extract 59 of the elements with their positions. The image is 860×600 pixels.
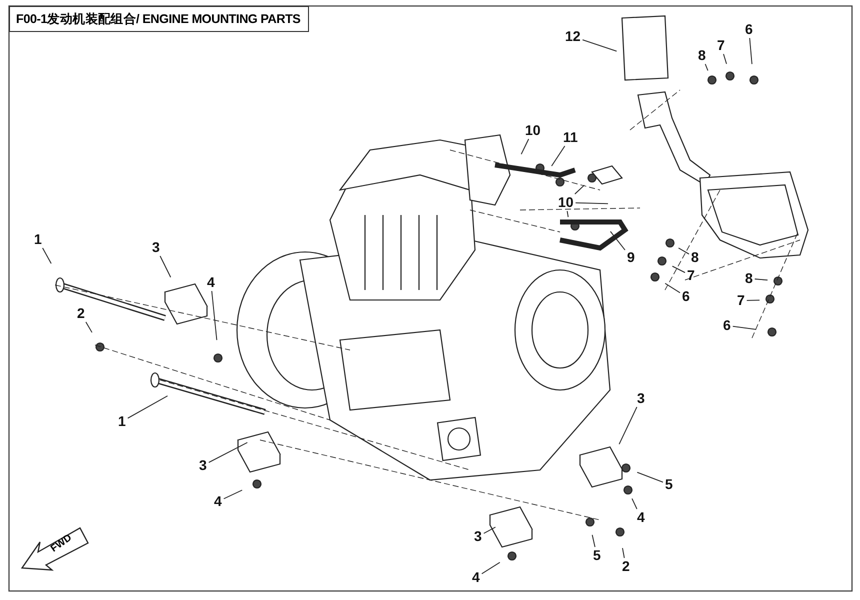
- callout-number: 7: [686, 268, 696, 283]
- leader-line: [754, 278, 768, 281]
- leader-line: [160, 256, 172, 278]
- callout-number: 6: [681, 289, 691, 304]
- leader-line: [566, 210, 569, 218]
- callout-number: 6: [744, 22, 754, 37]
- callout-number: 5: [592, 548, 602, 563]
- leader-line: [42, 248, 52, 264]
- callout-number: 4: [206, 275, 216, 290]
- leader-line: [223, 490, 243, 500]
- leader-line: [746, 300, 760, 301]
- callout-number: 10: [524, 123, 542, 138]
- leader-line: [208, 442, 248, 463]
- leader-line: [85, 322, 92, 333]
- leader-line: [575, 202, 608, 204]
- leader-line: [574, 184, 585, 194]
- leader-line: [749, 38, 752, 64]
- callout-number: 8: [697, 48, 707, 63]
- callout-number: 3: [636, 391, 646, 406]
- leader-line: [636, 472, 664, 483]
- callout-number: 6: [722, 318, 732, 333]
- callout-number: 4: [636, 510, 646, 525]
- callout-number: 5: [664, 477, 674, 492]
- leader-line: [664, 282, 680, 294]
- leader-line: [127, 395, 168, 419]
- callout-number: 10: [557, 195, 575, 210]
- callout-number: 2: [76, 306, 86, 321]
- leader-line: [672, 266, 686, 273]
- callout-number: 1: [117, 414, 127, 429]
- callout-number: 4: [213, 494, 223, 509]
- leader-line: [678, 248, 690, 255]
- callout-number: 7: [736, 293, 746, 308]
- leader-line: [483, 526, 496, 534]
- callout-number: 11: [562, 130, 579, 145]
- callout-number: 3: [473, 529, 483, 544]
- leader-line: [610, 230, 626, 250]
- title-bar: F00-1发动机装配组合/ ENGINE MOUNTING PARTS: [9, 6, 309, 32]
- leader-line: [592, 534, 596, 548]
- callout-number: 3: [151, 240, 161, 255]
- callout-number: 8: [744, 271, 754, 286]
- leader-line: [582, 39, 618, 52]
- leader-line: [723, 54, 727, 64]
- callout-number: 12: [564, 29, 582, 44]
- leader-line: [632, 498, 638, 510]
- leader-line: [704, 64, 708, 72]
- leader-line: [618, 406, 638, 445]
- leader-line: [551, 146, 566, 166]
- callout-number: 3: [198, 458, 208, 473]
- leader-line: [520, 138, 530, 155]
- leader-line: [481, 562, 500, 574]
- callout-number: 9: [626, 250, 636, 265]
- leader-line: [211, 290, 218, 340]
- callout-number: 1: [33, 232, 43, 247]
- callout-number: 8: [690, 250, 700, 265]
- leader-line: [622, 548, 625, 558]
- callout-number: 2: [621, 559, 631, 574]
- leader-line: [732, 326, 757, 330]
- callout-number: 4: [471, 570, 481, 585]
- callout-number: 7: [716, 38, 726, 53]
